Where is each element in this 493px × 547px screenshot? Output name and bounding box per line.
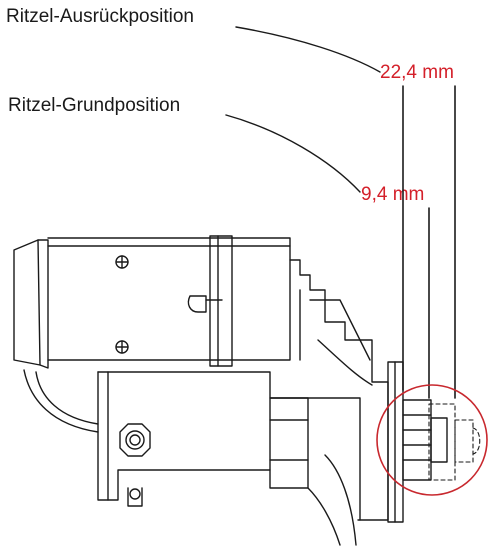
solenoid: [97, 371, 361, 546]
pinion: [402, 399, 448, 481]
leader-lines: [225, 26, 381, 193]
housing-band: [209, 235, 233, 367]
leader-line-grund: [225, 114, 361, 193]
label-ritzel-ausrueckposition: Ritzel-Ausrückposition: [6, 6, 194, 27]
reference-lines: [402, 85, 456, 399]
motor-housing: [47, 235, 291, 367]
detail-circle-icon: [376, 384, 488, 496]
rear-cover: [13, 239, 99, 433]
terminal-nut: [119, 423, 151, 457]
leader-line-ausrueck: [235, 26, 381, 73]
dimension-ausrueck-travel: 22,4 mm: [380, 62, 454, 83]
label-ritzel-grundposition: Ritzel-Grundposition: [8, 95, 181, 116]
drive-housing: [289, 259, 404, 523]
solenoid-cap: [269, 397, 309, 489]
pinion-extended: [428, 403, 481, 481]
dimension-grund-travel: 9,4 mm: [361, 184, 425, 205]
